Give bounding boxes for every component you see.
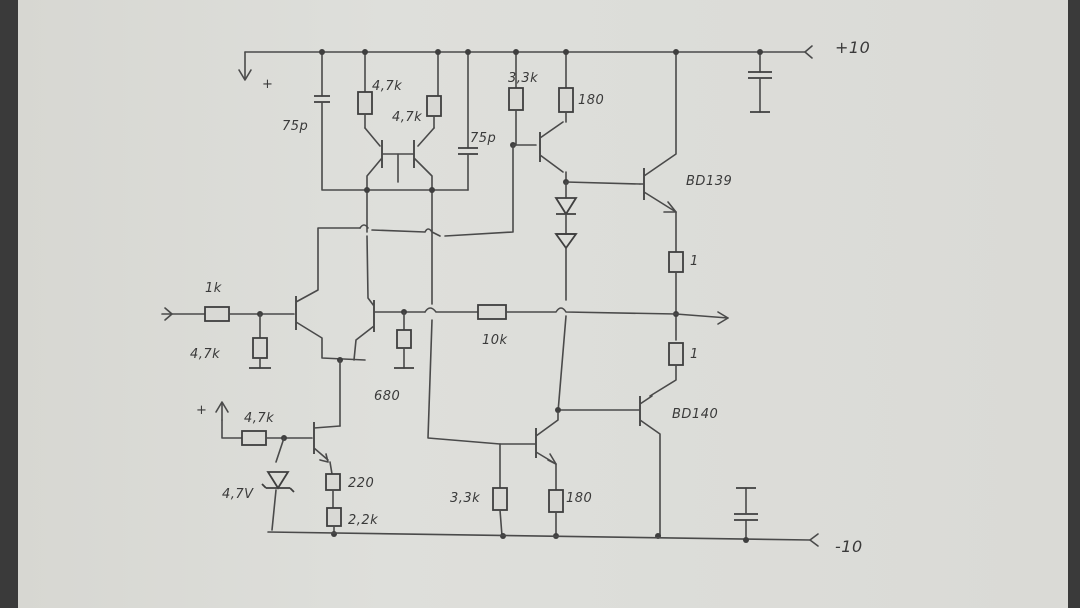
- compensation-capacitor-left: [314, 49, 469, 191]
- driver-resistor-right-label: 180: [578, 93, 604, 108]
- differential-pair: [295, 224, 441, 427]
- bias-positive-label: +: [196, 403, 207, 418]
- cap-left-label: 75p: [282, 119, 308, 134]
- input-shunt-label: 4,7k: [190, 347, 220, 362]
- positive-rail: [238, 45, 813, 81]
- emitter-resistor-top-label: 1: [690, 254, 699, 269]
- bias-diodes: [554, 181, 578, 413]
- input-resistor-label: 1k: [205, 281, 222, 296]
- mirror-resistor-left-label: 4,7k: [372, 79, 402, 94]
- compensation-capacitor-right: [458, 49, 478, 191]
- emitter-resistor-bottom-label: 1: [690, 347, 699, 362]
- output-transistor-top: [639, 49, 684, 397]
- negative-rail: [267, 487, 819, 547]
- zener-label: 4,7V: [222, 487, 254, 502]
- low-resistor-left-label: 3,3k: [450, 491, 480, 506]
- driver-stage: [444, 49, 641, 237]
- cap-right-label: 75p: [470, 131, 496, 146]
- low-resistor-right-label: 180: [566, 491, 592, 506]
- tail-resistor-label: 680: [374, 389, 400, 404]
- bias-resistor-label: 4,7k: [244, 411, 274, 426]
- emitter-2k2-label: 2,2k: [348, 513, 378, 528]
- feedback-network: [424, 304, 677, 320]
- emitter-220-label: 220: [348, 476, 374, 491]
- paper-sheet: [18, 0, 1068, 608]
- current-source: [215, 401, 342, 537]
- mirror-resistors: [357, 49, 442, 129]
- output-node: [673, 311, 729, 325]
- bd139-label: BD139: [686, 174, 732, 189]
- tail-resistor: [394, 309, 414, 369]
- mirror-transistors: [364, 127, 435, 233]
- feedback-resistor-label: 10k: [482, 333, 508, 348]
- positive-rail-label: +10: [835, 38, 870, 57]
- mirror-resistor-right-label: 4,7k: [392, 110, 422, 125]
- negative-rail-label: -10: [835, 537, 863, 556]
- driver-resistor-left-label: 3,3k: [508, 71, 538, 86]
- voltage-amplifier: [427, 229, 564, 539]
- local-positive-label: +: [262, 77, 273, 92]
- output-transistor-bottom: [555, 395, 661, 539]
- bypass-capacitor-top: [748, 49, 772, 113]
- input-network: [161, 306, 295, 369]
- bd140-label: BD140: [672, 407, 718, 422]
